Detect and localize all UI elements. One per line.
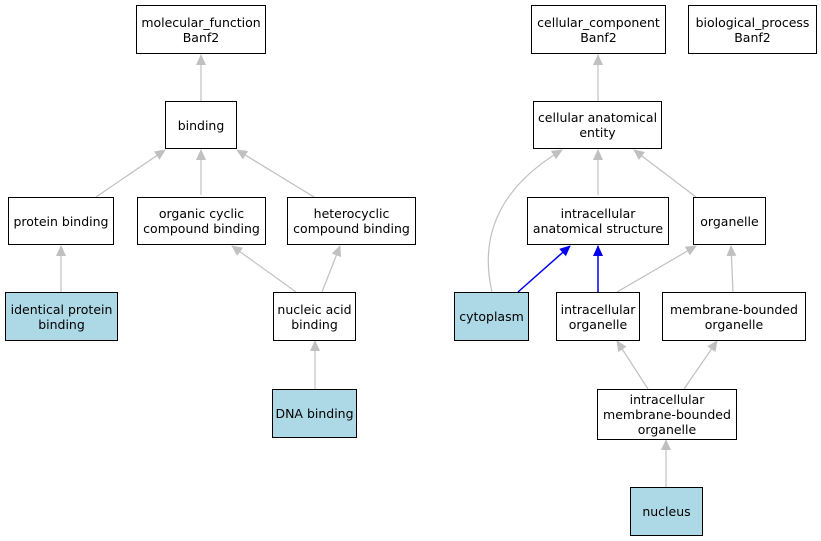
node-nucleic-acid-binding[interactable]: nucleic acid binding <box>273 292 356 341</box>
edge-nucleic-acid-to-organic-cyclic <box>231 245 297 293</box>
node-heterocyclic-compound-binding[interactable]: heterocyclic compound binding <box>287 197 416 245</box>
node-molecular-function[interactable]: molecular_function Banf2 <box>136 5 266 54</box>
edge-organelle-to-cae <box>633 149 697 198</box>
node-intracellular-organelle[interactable]: intracellular organelle <box>556 292 640 341</box>
node-intracellular-membrane-bounded-organelle[interactable]: intracellular membrane-bounded organelle <box>597 389 737 440</box>
node-cellular-component[interactable]: cellular_component Banf2 <box>531 5 666 54</box>
node-intracellular-anatomical-structure[interactable]: intracellular anatomical structure <box>527 197 669 245</box>
node-identical-protein-binding[interactable]: identical protein binding <box>5 292 118 341</box>
node-cytoplasm[interactable]: cytoplasm <box>454 292 529 341</box>
node-membrane-bounded-organelle[interactable]: membrane-bounded organelle <box>662 292 806 341</box>
node-organelle[interactable]: organelle <box>693 197 766 245</box>
edge-io-to-organelle <box>616 245 697 293</box>
edge-protein-binding-to-binding <box>95 149 166 198</box>
edge-nucleic-acid-to-heterocyclic <box>321 245 342 293</box>
edge-cytoplasm-to-cae <box>487 149 563 293</box>
edge-heterocyclic-to-binding <box>236 149 315 198</box>
node-binding[interactable]: binding <box>165 101 237 149</box>
edge-cytoplasm-to-ias <box>517 245 571 293</box>
edge-imbo-to-mbo <box>683 340 718 390</box>
node-protein-binding[interactable]: protein binding <box>8 197 114 245</box>
node-biological-process[interactable]: biological_process Banf2 <box>688 5 817 54</box>
edge-mbo-to-organelle <box>726 245 737 293</box>
node-nucleus[interactable]: nucleus <box>630 487 703 536</box>
edge-imbo-to-io <box>616 340 649 390</box>
node-cellular-anatomical-entity[interactable]: cellular anatomical entity <box>533 101 662 149</box>
node-organic-cyclic-compound-binding[interactable]: organic cyclic compound binding <box>137 197 266 245</box>
node-dna-binding[interactable]: DNA binding <box>272 389 357 438</box>
